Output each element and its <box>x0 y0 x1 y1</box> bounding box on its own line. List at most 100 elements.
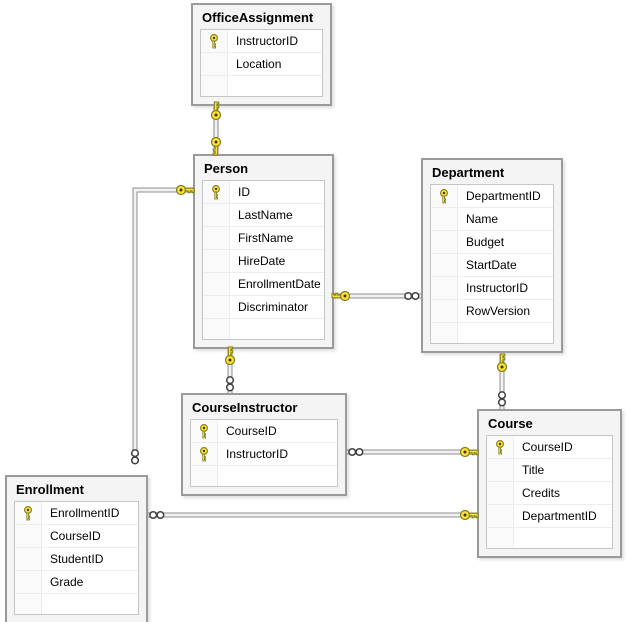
column-name: Location <box>236 57 282 71</box>
column-name: ID <box>238 185 250 199</box>
table-row[interactable]: CourseID <box>191 420 337 443</box>
column-name: StudentID <box>50 552 104 566</box>
one-side-key-icon <box>210 101 222 121</box>
table-row[interactable]: EnrollmentDate <box>203 273 324 296</box>
many-side-infinity-icon <box>496 389 508 409</box>
table-row[interactable]: DepartmentID <box>487 505 612 528</box>
table-row[interactable]: LastName <box>203 204 324 227</box>
many-side-infinity-icon <box>402 290 422 302</box>
row-icon-cell <box>487 505 514 527</box>
many-side-infinity-icon <box>346 446 366 458</box>
column-name: InstructorID <box>466 281 529 295</box>
table-title: CourseInstructor <box>192 400 298 415</box>
column-name: Title <box>522 463 545 477</box>
row-icon-cell <box>191 466 218 486</box>
many-side-infinity-icon <box>224 374 236 394</box>
primary-key-icon <box>191 443 218 465</box>
column-name: InstructorID <box>226 447 289 461</box>
table-row[interactable]: RowVersion <box>431 300 553 323</box>
empty-row[interactable] <box>15 594 138 614</box>
row-icon-cell <box>203 204 230 226</box>
column-name: CourseID <box>50 529 101 543</box>
row-icon-cell <box>201 76 228 96</box>
table-row[interactable]: Name <box>431 208 553 231</box>
table-columns-grid: CourseID InstructorID <box>190 419 338 487</box>
column-name: HireDate <box>238 254 286 268</box>
table-title: Course <box>488 416 533 431</box>
column-name: FirstName <box>238 231 294 245</box>
table-title: Enrollment <box>16 482 84 497</box>
table-row[interactable]: StartDate <box>431 254 553 277</box>
row-icon-cell <box>431 277 458 299</box>
row-icon-cell <box>203 319 230 339</box>
row-icon-cell <box>15 571 42 593</box>
table-row[interactable]: CourseID <box>487 436 612 459</box>
empty-row[interactable] <box>431 323 553 343</box>
row-icon-cell <box>203 296 230 318</box>
one-side-key-icon <box>175 184 195 196</box>
column-name: Discriminator <box>238 300 309 314</box>
relationship-person-enrollment[interactable] <box>132 187 194 452</box>
row-icon-cell <box>431 300 458 322</box>
column-name: StartDate <box>466 258 517 272</box>
column-name: DepartmentID <box>466 189 541 203</box>
table-row[interactable]: Location <box>201 53 322 76</box>
table-row[interactable]: InstructorID <box>431 277 553 300</box>
empty-row[interactable] <box>487 528 612 548</box>
row-icon-cell <box>487 482 514 504</box>
one-side-key-icon <box>459 446 479 458</box>
one-side-key-icon <box>210 136 222 156</box>
row-icon-cell <box>431 254 458 276</box>
primary-key-icon <box>487 436 514 458</box>
table-row[interactable]: HireDate <box>203 250 324 273</box>
primary-key-icon <box>15 502 42 524</box>
table-row[interactable]: StudentID <box>15 548 138 571</box>
table-row[interactable]: DepartmentID <box>431 185 553 208</box>
table-row[interactable]: Title <box>487 459 612 482</box>
one-side-key-icon <box>459 509 479 521</box>
column-name: LastName <box>238 208 293 222</box>
table-title: Department <box>432 165 505 180</box>
table-row[interactable]: InstructorID <box>191 443 337 466</box>
table-row[interactable]: Discriminator <box>203 296 324 319</box>
table-columns-grid: EnrollmentID CourseID StudentID Grade <box>14 501 139 615</box>
table-row[interactable]: InstructorID <box>201 30 322 53</box>
table-row[interactable]: FirstName <box>203 227 324 250</box>
table-row[interactable]: Grade <box>15 571 138 594</box>
table-row[interactable]: Credits <box>487 482 612 505</box>
row-icon-cell <box>203 250 230 272</box>
primary-key-icon <box>201 30 228 52</box>
table-row[interactable]: CourseID <box>15 525 138 548</box>
column-name: InstructorID <box>236 34 299 48</box>
empty-row[interactable] <box>191 466 337 486</box>
one-side-key-icon <box>331 290 351 302</box>
column-name: CourseID <box>522 440 573 454</box>
column-name: Grade <box>50 575 84 589</box>
empty-row[interactable] <box>203 319 324 339</box>
many-side-infinity-icon <box>129 447 141 467</box>
column-name: EnrollmentID <box>50 506 120 520</box>
primary-key-icon <box>191 420 218 442</box>
table-row[interactable]: Budget <box>431 231 553 254</box>
table-title: Person <box>204 161 249 176</box>
column-name: Budget <box>466 235 505 249</box>
column-name: Name <box>466 212 499 226</box>
row-icon-cell <box>431 208 458 230</box>
table-row[interactable]: ID <box>203 181 324 204</box>
empty-row[interactable] <box>201 76 322 96</box>
primary-key-icon <box>431 185 458 207</box>
row-icon-cell <box>15 594 42 614</box>
primary-key-icon <box>203 181 230 203</box>
table-row[interactable]: EnrollmentID <box>15 502 138 525</box>
table-columns-grid: InstructorID Location <box>200 29 323 97</box>
